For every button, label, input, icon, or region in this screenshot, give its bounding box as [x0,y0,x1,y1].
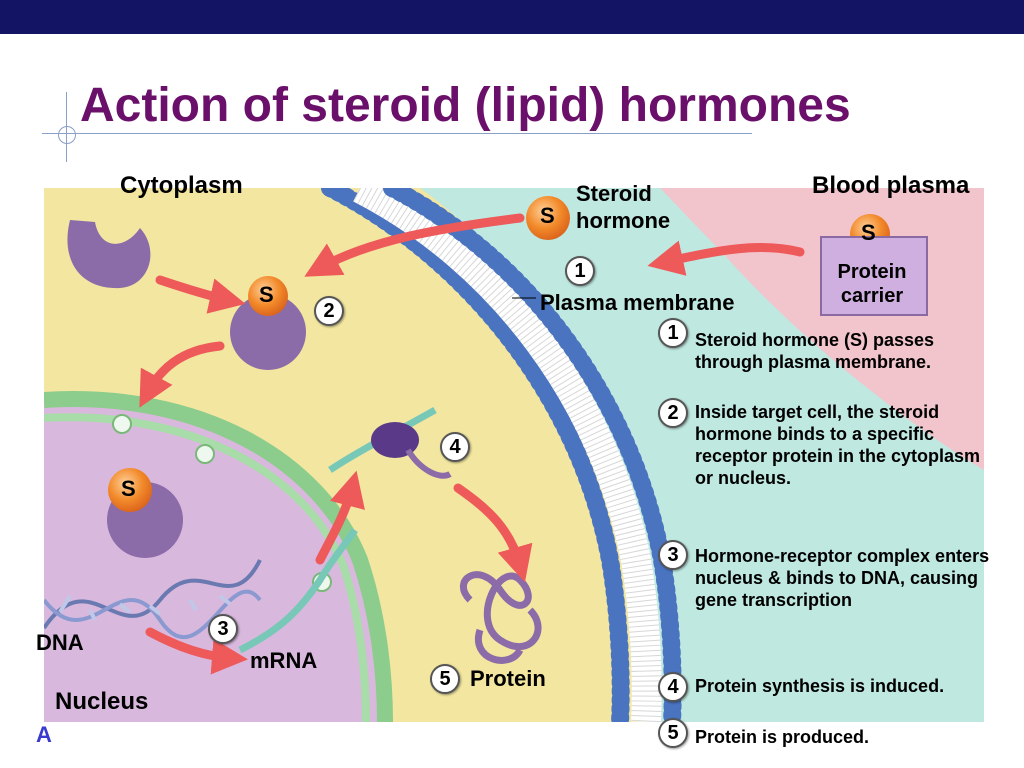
steroid-hormone-ball [526,196,570,240]
plasma-membrane-label: Plasma membrane [540,290,735,315]
title-rule [42,133,752,134]
ribosome [371,422,419,458]
steroid-hormone-label: Steroid hormone [576,181,671,233]
membrane-outer-heads [383,188,682,722]
receptor-with-hormone [230,294,306,370]
diagram-number-5: 5 [430,664,460,694]
dna-helix [44,559,262,640]
mrna-label: mRNA [250,648,318,673]
diagram-number-1: 1 [565,256,595,286]
step-number-4: 4 [658,672,688,702]
footer-fragment: A [36,722,52,747]
step-text-4: Protein synthesis is induced. [695,676,945,696]
diagram-number-4: 4 [440,432,470,462]
s-label-cytoplasm: S [259,282,274,307]
nuclear-hormone-ball [108,468,152,512]
s-label-carrier: S [861,220,876,245]
membrane-core [353,188,662,722]
step-text-5: Protein is produced. [695,727,870,747]
nucleus-label: Nucleus [55,688,149,715]
diagram-number-3: 3 [208,614,238,644]
top-banner [0,0,1024,34]
mrna-strand [238,528,358,654]
diagram-number-2: 2 [314,296,344,326]
step-number-1: 1 [658,318,688,348]
slide-title: Action of steroid (lipid) hormones [80,79,851,132]
process-arrows [139,213,805,675]
cytoplasm-hormone-ball [248,276,288,316]
step-text-1: Steroid hormone (S) passes through plasm… [695,330,935,372]
dna-label: DNA [36,630,84,655]
step-number-5: 5 [658,718,688,748]
step-number-3: 3 [658,540,688,570]
empty-receptor [67,220,151,289]
step-number-2: 2 [658,398,688,428]
cytoplasm-label: Cytoplasm [120,172,243,199]
membrane-inner-heads [321,188,630,722]
protein-carrier-box [820,236,928,316]
s-label-nucleus: S [121,476,136,501]
protein-label: Protein [470,666,546,691]
step-text-2: Inside target cell, the steroid hormone … [695,402,981,488]
protein-carrier-label: Protein carrier [837,261,907,307]
crosshair-circle-icon [58,126,76,144]
step-text-3: Hormone-receptor complex enters nucleus … [695,546,990,610]
s-label-steroid: S [540,203,555,228]
blood-plasma-label: Blood plasma [812,172,970,199]
